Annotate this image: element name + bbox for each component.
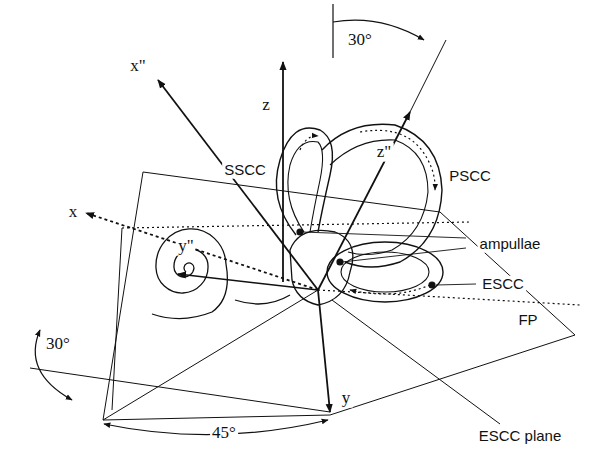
axis-label: x [67, 203, 80, 222]
angle-label: 30° [346, 31, 374, 50]
axis-label: y" [176, 237, 195, 256]
angle-label: 30° [44, 335, 72, 354]
axis-label: z [260, 96, 272, 115]
canal-label: SSCC [222, 162, 268, 179]
part-label: ampullae [478, 236, 543, 253]
plane-label: FP [516, 312, 539, 329]
canal-label: PSCC [447, 168, 493, 185]
axis-label: y [340, 389, 353, 408]
axis-label: z" [375, 143, 394, 162]
angle-label: 45° [210, 424, 238, 443]
plane-label: ESCC plane [477, 428, 564, 445]
canal-label: ESCC [480, 276, 526, 293]
axis-label: x" [128, 57, 147, 76]
